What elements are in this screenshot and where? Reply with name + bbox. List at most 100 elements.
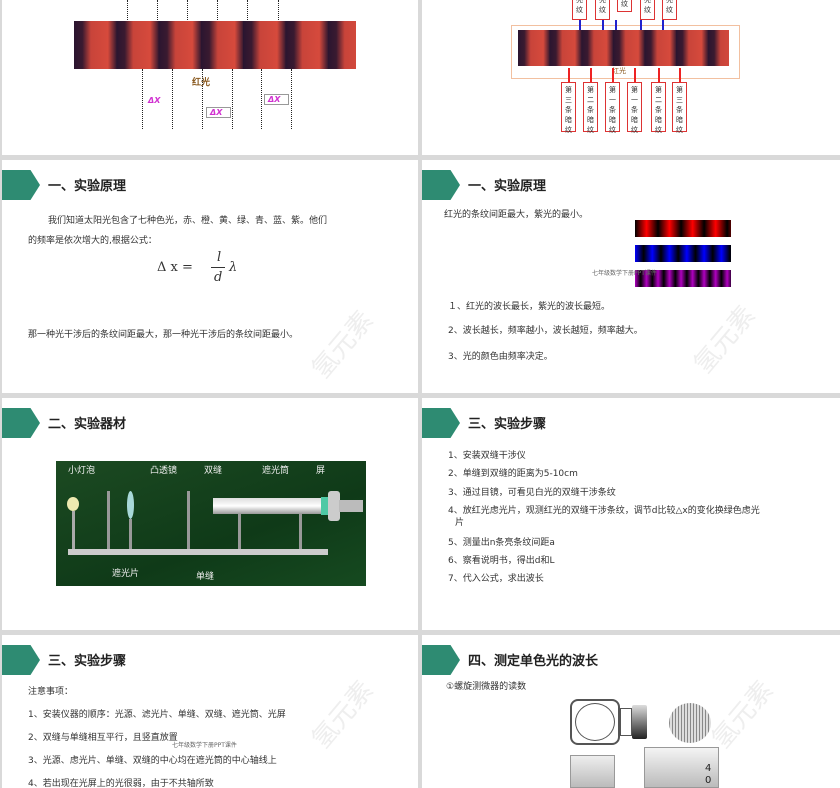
red-arrow bbox=[568, 68, 570, 82]
dark-fringe-label: 第一条暗纹 bbox=[627, 82, 642, 134]
list-item: 4、若出现在光屏上的光很弱，由于不共轴所致 bbox=[28, 779, 214, 788]
list-item: 1、安装双缝干涉仪 bbox=[448, 451, 526, 461]
subheading: ①螺旋测微器的读数 bbox=[446, 682, 527, 692]
red-arrow bbox=[590, 68, 592, 82]
dotted-line bbox=[232, 69, 233, 129]
section-marker bbox=[422, 645, 460, 675]
list-item: 2、波长越长，频率越小，波长越短，频率越大。 bbox=[448, 326, 643, 336]
red-fringe-image bbox=[518, 30, 729, 66]
label-double-slit: 双缝 bbox=[204, 466, 223, 476]
delta-x-label: ΔX bbox=[206, 107, 232, 118]
dotted-line bbox=[142, 69, 143, 129]
note-heading: 注意事项： bbox=[28, 687, 74, 697]
slide-5-equipment[interactable]: 二、实验器材 小灯泡 凸透镜 双缝 遮光筒 屏 遮光片 单缝 bbox=[2, 398, 418, 630]
list-item: １、红光的波长最长，紫光的波长最短。 bbox=[448, 302, 611, 312]
slide-8-wavelength[interactable]: 四、测定单色光的波长 ①螺旋测微器的读数 4 0 氢元素 bbox=[422, 635, 840, 788]
formula-numerator: l bbox=[217, 250, 222, 265]
section-marker bbox=[422, 408, 460, 438]
slide-1-fringe-spacing[interactable]: 红光 ΔX ΔX ΔX bbox=[2, 0, 418, 155]
watermark: 氢元素 bbox=[688, 300, 762, 380]
dotted-line bbox=[157, 0, 158, 20]
optical-bench bbox=[68, 549, 328, 555]
paragraph: 的频率是依次增大的,根据公式： bbox=[28, 236, 157, 246]
bright-fringe-label: 亮纹 bbox=[662, 0, 677, 20]
section-marker bbox=[2, 170, 40, 200]
section-marker bbox=[2, 645, 40, 675]
bright-fringe-label: 亮纹 bbox=[640, 0, 655, 20]
blue-arrow bbox=[579, 20, 581, 30]
blue-arrow bbox=[662, 20, 664, 30]
dotted-line bbox=[187, 0, 188, 20]
bright-fringe-label: 纹 bbox=[617, 0, 632, 12]
list-item: 3、光源、虑光片、单缝、双缝的中心均在遮光筒的中心轴线上 bbox=[28, 756, 277, 766]
watermark: 氢元素 bbox=[706, 675, 780, 755]
slide-2-bright-dark-fringes[interactable]: 亮纹 亮纹 纹 亮纹 亮纹 红光 第三条暗纹第二条暗纹第一条暗纹第一条暗纹第二条… bbox=[422, 0, 840, 155]
apparatus-diagram: 小灯泡 凸透镜 双缝 遮光筒 屏 遮光片 单缝 bbox=[56, 461, 366, 586]
dark-fringe-label: 第三条暗纹 bbox=[561, 82, 576, 134]
red-arrow bbox=[634, 68, 636, 82]
bright-fringe-label: 亮纹 bbox=[595, 0, 610, 20]
scale-reading: 0 bbox=[705, 775, 712, 786]
red-fringe-image bbox=[74, 21, 356, 69]
blue-fringe-bar bbox=[635, 245, 731, 262]
red-arrow bbox=[679, 68, 681, 82]
dotted-line bbox=[291, 69, 292, 129]
slide-title: 四、测定单色光的波长 bbox=[468, 654, 599, 669]
intro: 红光的条纹间距最大，紫光的最小。 bbox=[444, 210, 589, 220]
blue-arrow bbox=[640, 20, 642, 30]
list-item: 6、察看说明书，得出d和L bbox=[448, 556, 555, 566]
delta-x-label: ΔX bbox=[264, 94, 290, 105]
list-item: 5、测量出n条亮条纹间距a bbox=[448, 538, 555, 548]
dotted-line bbox=[247, 0, 248, 20]
list-item: 2、单缝到双缝的距离为5-10cm bbox=[448, 469, 578, 479]
section-marker bbox=[2, 408, 40, 438]
delta-x-label: ΔX bbox=[148, 96, 161, 105]
formula-lhs: Δ x = bbox=[157, 260, 193, 275]
list-item: 7、代入公式，求出波长 bbox=[448, 574, 544, 584]
formula-denominator: d bbox=[214, 270, 223, 285]
fringe-frame bbox=[511, 25, 740, 79]
dark-fringe-label: 第一条暗纹 bbox=[605, 82, 620, 134]
blue-arrow bbox=[615, 20, 617, 30]
label-tube: 遮光筒 bbox=[262, 466, 290, 476]
list-item: 1、安装仪器的顺序：光源、滤光片、单缝、双缝、遮光筒、光屏 bbox=[28, 710, 286, 720]
dotted-line bbox=[261, 69, 262, 129]
slide-title: 二、实验器材 bbox=[48, 417, 127, 432]
blue-arrow bbox=[602, 20, 604, 30]
label-screen: 屏 bbox=[316, 466, 326, 476]
fringe-caption: 红光 bbox=[612, 67, 626, 75]
dotted-line bbox=[278, 0, 279, 20]
slide-title: 三、实验步骤 bbox=[468, 417, 547, 432]
watermark: 氢元素 bbox=[306, 305, 380, 385]
dotted-line bbox=[127, 0, 128, 20]
red-fringe-bar bbox=[635, 220, 731, 237]
dotted-line bbox=[217, 0, 218, 20]
footer-stamp: 七年级数学下册PPT课件 bbox=[592, 270, 657, 277]
list-item-cont: 片 bbox=[455, 518, 465, 528]
slide-title: 一、实验原理 bbox=[48, 179, 127, 194]
slide-3-principle[interactable]: 一、实验原理 我们知道太阳光包含了七种色光，赤、橙、黄、绿、青、蓝、紫。他们 的… bbox=[2, 160, 418, 393]
label-single-slit: 单缝 bbox=[196, 572, 215, 582]
dotted-line bbox=[172, 69, 173, 129]
dotted-line bbox=[202, 69, 203, 129]
slide-7-notes[interactable]: 三、实验步骤 注意事项： 1、安装仪器的顺序：光源、滤光片、单缝、双缝、遮光筒、… bbox=[2, 635, 418, 788]
label-filter: 遮光片 bbox=[112, 569, 140, 579]
slide-title: 一、实验原理 bbox=[468, 179, 547, 194]
bulb-icon bbox=[67, 497, 79, 511]
footer-stamp: 七年级数学下册PPT课件 bbox=[172, 742, 237, 749]
formula-lambda: λ bbox=[229, 260, 238, 275]
label-bulb: 小灯泡 bbox=[68, 466, 96, 476]
red-arrow bbox=[658, 68, 660, 82]
slide-title: 三、实验步骤 bbox=[48, 654, 127, 669]
paragraph: 我们知道太阳光包含了七种色光，赤、橙、黄、绿、青、蓝、紫。他们 bbox=[48, 216, 328, 226]
slide-4-principle-colors[interactable]: 一、实验原理 红光的条纹间距最大，紫光的最小。 七年级数学下册PPT课件 １、红… bbox=[422, 160, 840, 393]
section-marker bbox=[422, 170, 460, 200]
light-tube bbox=[213, 498, 323, 514]
dark-fringe-label: 第二条暗纹 bbox=[583, 82, 598, 134]
list-item: 3、通过目镜，可看见白光的双缝干涉条纹 bbox=[448, 488, 616, 498]
lens-icon bbox=[127, 491, 134, 519]
slide-6-steps[interactable]: 三、实验步骤 1、安装双缝干涉仪 2、单缝到双缝的距离为5-10cm 3、通过目… bbox=[422, 398, 840, 630]
list-item: 2、双缝与单缝相互平行，且竖直放置 bbox=[28, 733, 178, 743]
paragraph: 那一种光干涉后的条纹间距最大，那一种光干涉后的条纹间距最小。 bbox=[28, 330, 299, 340]
watermark: 氢元素 bbox=[306, 675, 380, 755]
